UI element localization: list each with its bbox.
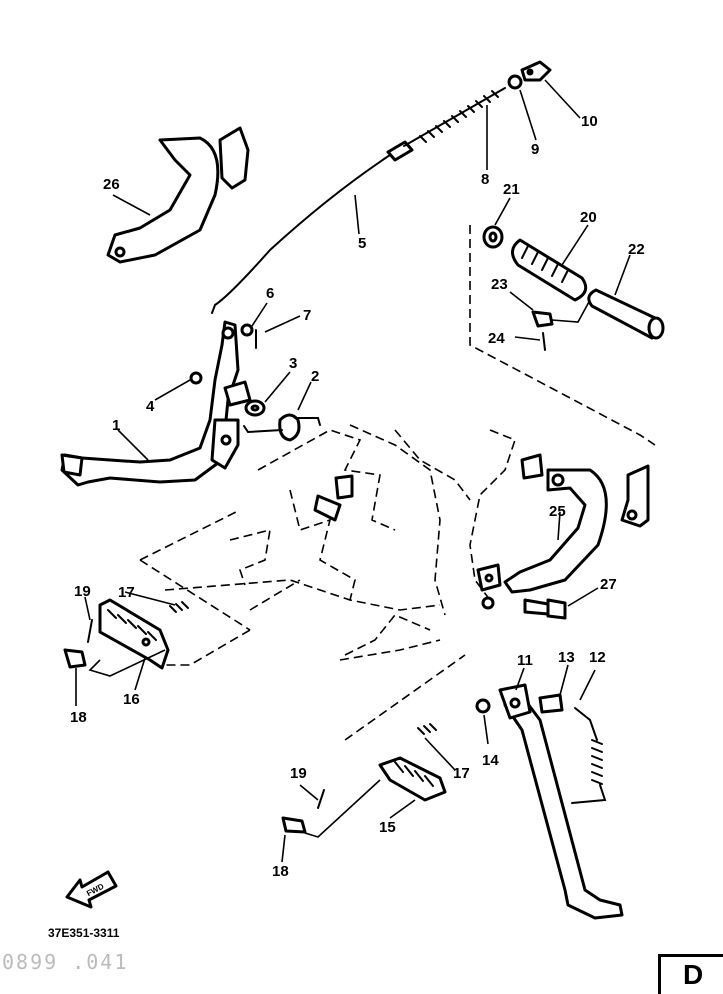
callout-19-lower: 19 (290, 765, 307, 782)
pin-18-left (63, 648, 87, 669)
callout-11: 11 (517, 652, 533, 669)
callout-17-lower: 17 (453, 765, 470, 782)
nut-14 (475, 698, 491, 714)
frame-outline (139, 225, 656, 741)
scan-stamp: 0899 .041 (2, 950, 129, 974)
callout-5: 5 (358, 235, 366, 252)
footrest-rubber (511, 238, 588, 302)
callout-18-lower: 18 (272, 863, 289, 880)
callout-26: 26 (103, 176, 120, 193)
brake-pedal (60, 320, 240, 487)
callout-10: 10 (581, 113, 598, 130)
side-stand (498, 683, 624, 920)
wing-nut (520, 60, 552, 82)
pin-18-lower (281, 816, 307, 834)
page-corner-tab: D (658, 954, 723, 994)
callout-25: 25 (549, 503, 566, 520)
pivot-shaft (223, 380, 252, 407)
pin-19-lower (317, 789, 325, 809)
callout-15: 15 (379, 819, 396, 836)
bolt-13 (538, 693, 564, 714)
callout-22: 22 (628, 241, 645, 258)
callout-12: 12 (589, 649, 606, 666)
callout-27: 27 (600, 576, 617, 593)
spring-12 (571, 707, 607, 804)
footrest-left (98, 598, 170, 670)
forward-arrow-icon: FWD (65, 870, 118, 909)
callout-19-left: 19 (74, 583, 91, 600)
callout-17-left: 17 (118, 584, 135, 601)
callout-16: 16 (123, 691, 140, 708)
callout-7: 7 (303, 307, 311, 324)
footrest-lower (378, 756, 447, 802)
callout-numbers: 1 2 3 4 5 6 7 8 9 10 11 12 13 14 15 16 1… (70, 113, 645, 880)
spring-17-lower (417, 723, 437, 735)
return-spring (243, 413, 321, 442)
callout-2: 2 (311, 368, 319, 385)
callout-1: 1 (112, 417, 120, 434)
callout-13: 13 (558, 649, 575, 666)
washer-21 (482, 225, 504, 249)
callout-14: 14 (482, 752, 499, 769)
footrest-22 (587, 288, 665, 340)
mount-plate (313, 453, 544, 610)
bolt-27 (523, 598, 567, 620)
washer-6 (240, 323, 254, 337)
rod-adjust-nut (507, 74, 523, 90)
spring-17-left (169, 601, 189, 613)
callout-23: 23 (491, 276, 508, 293)
callout-3: 3 (289, 355, 297, 372)
callout-8: 8 (481, 171, 489, 188)
rod-spring (419, 90, 499, 143)
callout-4: 4 (146, 398, 155, 415)
diagram-reference-code: 37E351-3311 (48, 926, 120, 940)
corner-label: D (683, 959, 704, 990)
pin-23 (531, 299, 591, 328)
brake-pedal-alt (106, 126, 250, 264)
rear-footrest-bracket (503, 464, 650, 594)
callout-9: 9 (531, 141, 539, 158)
callout-20: 20 (580, 209, 597, 226)
washer-4 (189, 371, 203, 385)
brake-rod (211, 87, 506, 314)
callout-6: 6 (266, 285, 274, 302)
pin-19-left (87, 619, 93, 643)
callout-18-left: 18 (70, 709, 87, 726)
pivot-collar (244, 399, 266, 417)
callout-24: 24 (488, 330, 505, 347)
cotter-pin-24 (542, 332, 546, 351)
leader-lines (75, 79, 631, 863)
callout-21: 21 (503, 181, 520, 198)
